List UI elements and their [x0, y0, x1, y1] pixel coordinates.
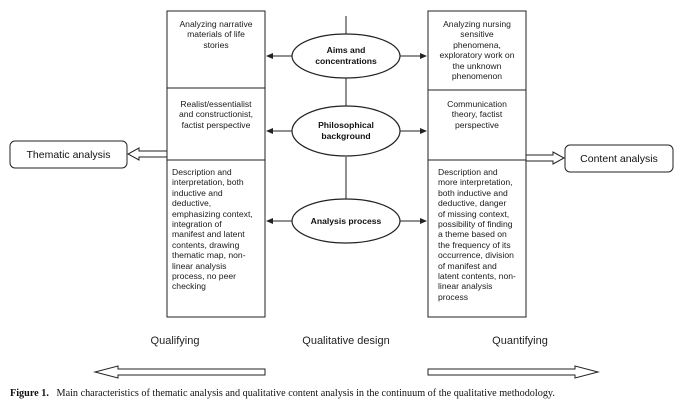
left-philosophy-text: Realist/essentialist and constructionist… — [178, 99, 254, 130]
figure-caption-text: Main characteristics of thematic analysi… — [56, 388, 555, 399]
content-analysis-label: Content analysis — [580, 152, 658, 165]
continuum-label-quantifying: Quantifying — [492, 335, 548, 347]
right-aims-text: Analyzing nursing sensitive phenomena, e… — [439, 19, 515, 82]
continuum-label-qualifying: Qualifying — [150, 335, 200, 347]
thematic-analysis-label: Thematic analysis — [26, 148, 111, 161]
content-analysis-box — [564, 144, 674, 173]
right-philosophy-text: Communication theory, factist perspectiv… — [447, 99, 507, 130]
continuum-arrow-qualifying — [93, 365, 266, 379]
thematic-analysis-box — [9, 140, 128, 169]
right-column-box — [427, 10, 527, 318]
hollow-arrow-to-thematic — [126, 147, 168, 161]
continuum-arrow-quantifying — [427, 365, 600, 379]
left-aims-text: Analyzing narrative materials of life st… — [179, 19, 253, 50]
figure-caption: Figure 1. Main characteristics of themat… — [10, 388, 680, 399]
left-process-text: Description and interpretation, both ind… — [172, 167, 253, 292]
node-philosophy-label: Philosophical background — [318, 120, 374, 141]
hollow-arrow-to-content — [525, 151, 566, 165]
node-aims-label: Aims and concentrations — [315, 45, 377, 66]
continuum-label-qualitative-design: Qualitative design — [302, 335, 390, 347]
node-process-label: Analysis process — [310, 215, 382, 226]
right-process-text: Description and more interpretation, bot… — [438, 167, 516, 302]
figure-caption-label: Figure 1. — [10, 388, 49, 399]
left-column-box — [166, 10, 266, 318]
